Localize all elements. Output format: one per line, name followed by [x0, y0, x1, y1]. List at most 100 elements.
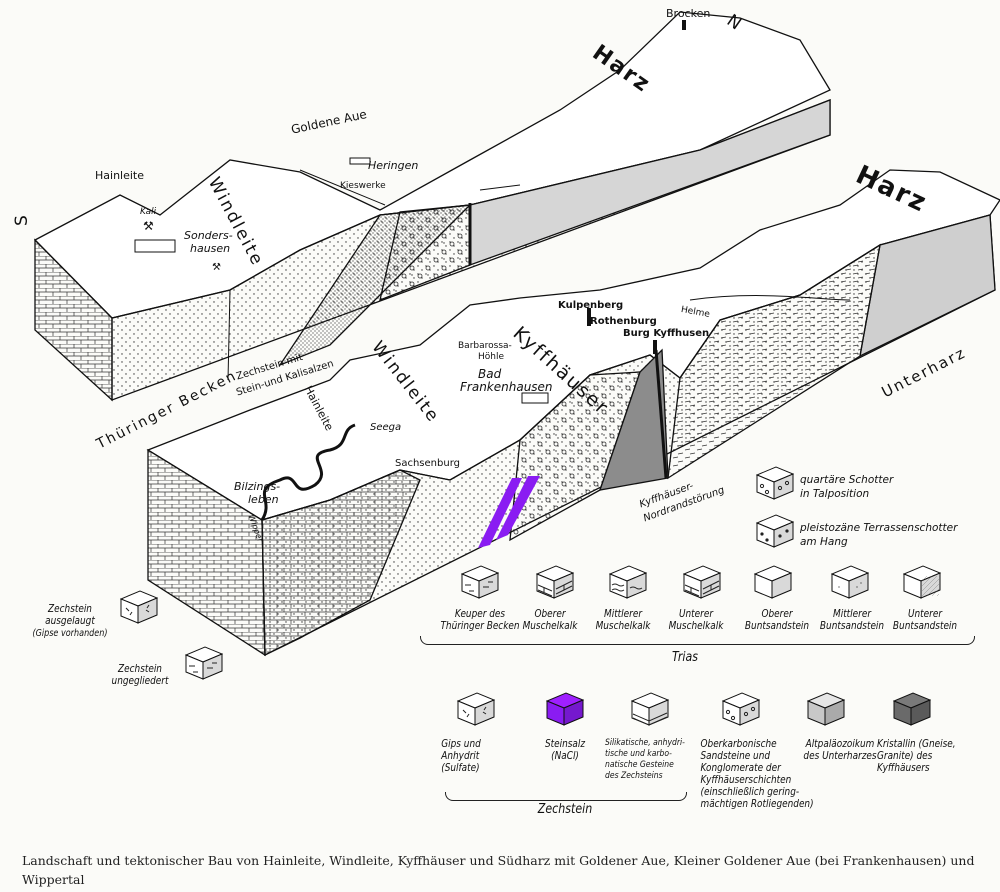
legend-cube-oberer-muschelkalk: [535, 565, 575, 599]
legend-label: Buntsandstein: [892, 620, 958, 632]
legend-label: Unterer: [907, 608, 942, 620]
legend-label: Zechstein: [118, 663, 162, 675]
legend-label: Silikatische, anhydri-: [605, 738, 685, 748]
legend-label: Kristallin (Gneise,: [877, 738, 956, 750]
lower-front-brick: [261, 469, 421, 657]
mine-icon: ⚒: [143, 219, 154, 233]
steinsalz-band-2: [496, 476, 540, 540]
legend-label: natische Gesteine: [605, 760, 674, 770]
legend-label: tische und karbo-: [605, 749, 672, 759]
mine-icon: ⚒: [212, 262, 221, 273]
legend-label: quartäre Schotter: [800, 474, 894, 486]
legend-label: Buntsandstein: [819, 620, 885, 632]
legend-label: Altpaläozoikum: [805, 738, 875, 750]
legend-label: Muschelkalk: [668, 620, 724, 632]
kulpenberg-tower-icon: [587, 308, 591, 326]
legend-cube-keuper: [460, 565, 500, 599]
cube-icon: [755, 466, 795, 500]
legend-trias-label: Trias: [671, 650, 699, 665]
legend-label: (Sulfate): [441, 762, 480, 774]
legend-label: Muschelkalk: [522, 620, 578, 632]
legend-label: Mittlerer: [833, 608, 871, 620]
legend-cube-terrassenschotter: [755, 514, 795, 548]
legend-cube-silikatische: [630, 692, 670, 726]
landmark-markers: ⚒ ⚒: [134, 20, 686, 404]
upper-block: [33, 11, 831, 402]
cube-icon: [830, 565, 870, 599]
label-bad-frankenhausen-1: Bad: [478, 367, 502, 381]
legend-cube-unterer-muschelkalk: [682, 565, 722, 599]
label-brocken: Brocken: [666, 7, 711, 20]
cube-icon: [608, 565, 648, 599]
legend-cube-mittlerer-buntsandstein: [830, 565, 870, 599]
label-rothenburg: Rothenburg: [590, 316, 657, 327]
label-south: S: [12, 213, 32, 226]
cube-icon: [184, 646, 224, 680]
label-kulpenberg: Kulpenberg: [558, 300, 624, 311]
legend-label: Kyffhäusers: [877, 762, 930, 774]
legend-label: Mittlerer: [604, 608, 642, 620]
cube-icon: [902, 565, 942, 599]
legend-label: (NaCl): [551, 750, 579, 762]
label-kieswerke: Kieswerke: [340, 181, 386, 191]
label-bad-frankenhausen-2: Frankenhausen: [460, 380, 553, 394]
legend-cube-altpalaeozoikum: [806, 692, 846, 726]
legend-label: Konglomerate der: [700, 762, 781, 774]
legend-cube-oberkarbon: [721, 692, 761, 726]
legend-label: Thüringer Becken: [440, 620, 520, 632]
legend-label: Zechstein: [48, 603, 92, 615]
legend-label: des Unterharzes: [803, 750, 877, 762]
legend-label: Unterer: [678, 608, 713, 620]
nordrand-fault: [654, 349, 668, 479]
cube-icon: [753, 565, 793, 599]
cube-icon: [535, 565, 575, 599]
brocken-tower-icon: [682, 20, 686, 30]
label-heringen: Heringen: [368, 159, 419, 172]
label-sondershausen-2: hausen: [190, 242, 231, 255]
label-seega: Seega: [370, 422, 402, 433]
legend-label: Oberer: [534, 608, 566, 620]
label-kali: Kali: [140, 207, 157, 217]
label-sachsenburg: Sachsenburg: [395, 458, 460, 469]
cube-icon: [456, 692, 496, 726]
legend-label: Keuper des: [454, 608, 506, 620]
heringen-town-icon: [349, 157, 371, 165]
legend-cube-gips: [456, 692, 496, 726]
legend-label: (einschließlich gering-: [700, 786, 800, 798]
legend-label: in Talposition: [800, 488, 870, 500]
legend-label: Muschelkalk: [595, 620, 651, 632]
cube-icon: [119, 590, 159, 624]
borehole-line: [227, 289, 231, 381]
cube-icon: [682, 565, 722, 599]
legend-label: ungegliedert: [111, 675, 169, 687]
legend-label: am Hang: [800, 536, 848, 548]
legend-zechstein-label: Zechstein: [537, 802, 593, 817]
legend-label: des Zechsteins: [605, 771, 663, 781]
legend-cube-steinsalz: [545, 692, 585, 726]
cube-icon: [721, 692, 761, 726]
legend-label: Sandsteine und: [700, 750, 771, 762]
label-barbarossa-2: Höhle: [478, 352, 505, 362]
figure-caption: Landschaft und tektonischer Bau von Hain…: [22, 853, 975, 887]
legend-label: Granite) des: [877, 750, 933, 762]
legend-cube-quartaere-schotter: [755, 466, 795, 500]
legend-cube-oberer-buntsandstein: [753, 565, 793, 599]
cube-icon: [630, 692, 670, 726]
legend-cube-kristallin: [892, 692, 932, 726]
frankenhausen-town-icon: [521, 392, 549, 404]
label-bilzingsleben-1: Bilzings-: [234, 480, 281, 493]
unterharz-dash-zone: [667, 243, 881, 480]
legend-label: (Gipse vorhanden): [32, 628, 108, 639]
legend-cube-unterer-buntsandstein: [902, 565, 942, 599]
legend-label: Buntsandstein: [744, 620, 810, 632]
sondershausen-town-icon: [134, 239, 176, 253]
legend-label: ausgelaugt: [45, 615, 95, 627]
cube-icon: [755, 514, 795, 548]
legend-label: Kyffhäuserschichten: [700, 774, 792, 786]
burg-kyffhusen-icon: [653, 340, 657, 354]
legend-label: Oberer: [761, 608, 793, 620]
wipper-river: [260, 423, 356, 521]
legend-cube-zechstein-ausgelaugt: [119, 590, 159, 624]
steinsalz-band-1: [478, 478, 522, 548]
